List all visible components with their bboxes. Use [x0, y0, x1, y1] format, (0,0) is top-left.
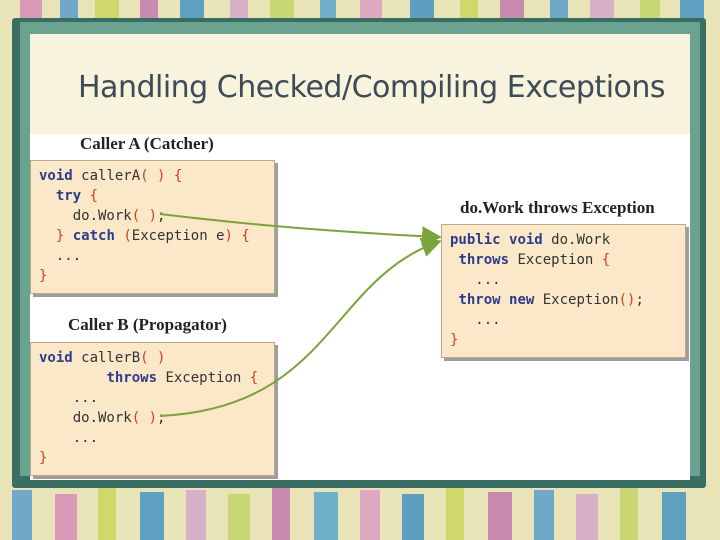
- code-text: ...: [450, 312, 501, 328]
- caller-b-code-line: void callerB( ): [39, 348, 165, 368]
- caller-a-code-line: do.Work( );: [39, 206, 166, 226]
- code-keyword: throws: [106, 370, 158, 386]
- code-text: ;: [635, 292, 644, 308]
- code-bracket: (): [618, 292, 636, 308]
- code-text: Exception e: [131, 228, 225, 244]
- dowork-code-line: public void do.Work: [450, 230, 610, 250]
- code-text: callerB: [72, 350, 141, 366]
- code-keyword: catch: [72, 228, 115, 244]
- title-band: [30, 34, 690, 134]
- code-text: ;: [157, 208, 166, 224]
- caller-a-code-line: try {: [39, 186, 98, 206]
- code-text: ...: [39, 248, 82, 264]
- slide-title: Handling Checked/Compiling Exceptions: [78, 70, 666, 105]
- code-text: ;: [157, 410, 166, 426]
- code-bracket: {: [249, 370, 259, 386]
- dowork-code-line: throw new Exception();: [450, 290, 644, 310]
- caller-a-code-line: void callerA( ) {: [39, 166, 182, 186]
- code-bracket: ): [224, 228, 233, 244]
- code-text: ...: [39, 430, 99, 446]
- code-bracket: {: [173, 168, 183, 184]
- code-bracket: (: [123, 228, 132, 244]
- caller-a-code-line: }: [39, 266, 47, 286]
- caller-b-code-line: throws Exception {: [39, 368, 258, 388]
- caller-b-code-line: ...: [39, 428, 98, 448]
- caller-a-heading: Caller A (Catcher): [80, 134, 214, 153]
- caller-a-code-line: ...: [39, 246, 81, 266]
- code-bracket: ( ): [131, 208, 158, 224]
- code-keyword: void: [509, 232, 543, 248]
- dowork-heading: do.Work throws Exception: [460, 198, 655, 217]
- code-keyword: try: [55, 188, 82, 204]
- dowork-code-line: ...: [450, 270, 501, 290]
- code-keyword: throw: [458, 292, 501, 308]
- code-text: ...: [39, 390, 99, 406]
- code-bracket: }: [39, 450, 48, 466]
- dowork-code-line: }: [450, 330, 458, 350]
- code-text: Exception: [509, 252, 602, 268]
- code-bracket: ( ): [140, 168, 166, 184]
- code-bracket: }: [450, 332, 459, 348]
- code-keyword: new: [509, 292, 535, 308]
- code-bracket: }: [55, 228, 65, 244]
- code-text: Exception: [157, 370, 250, 386]
- code-keyword: void: [39, 350, 73, 366]
- caller-b-code-box: void callerB( ) throws Exception { ... d…: [30, 342, 275, 476]
- code-bracket: {: [241, 228, 250, 244]
- code-text: callerA: [72, 168, 141, 184]
- dowork-code-line: ...: [450, 310, 501, 330]
- code-keyword: throws: [458, 252, 510, 268]
- arrow-caller-a-to-dowork: [159, 213, 442, 247]
- code-text: Exception: [534, 292, 619, 308]
- code-keyword: void: [39, 168, 73, 184]
- code-text: do.Work: [39, 410, 132, 426]
- caller-b-code-line: }: [39, 448, 47, 468]
- bottom-stripes: [0, 480, 720, 540]
- caller-b-heading: Caller B (Propagator): [68, 315, 227, 334]
- caller-a-code-box: void callerA( ) { try { do.Work( ); } ca…: [30, 160, 275, 294]
- code-bracket: ( ): [131, 410, 158, 426]
- dowork-code-line: throws Exception {: [450, 250, 610, 270]
- dowork-code-box: public void do.Work throws Exception { .…: [441, 224, 686, 358]
- code-text: ...: [450, 272, 501, 288]
- code-text: do.Work: [542, 232, 611, 248]
- caller-b-code-line: ...: [39, 388, 98, 408]
- code-bracket: ( ): [140, 350, 166, 366]
- arrow-caller-b-to-dowork: [159, 237, 442, 417]
- code-bracket: {: [601, 252, 611, 268]
- code-bracket: }: [39, 268, 48, 284]
- code-bracket: {: [89, 188, 99, 204]
- caller-a-code-line: } catch (Exception e) {: [39, 226, 250, 246]
- code-text: do.Work: [39, 208, 132, 224]
- caller-b-code-line: do.Work( );: [39, 408, 166, 428]
- code-keyword: public: [450, 232, 501, 248]
